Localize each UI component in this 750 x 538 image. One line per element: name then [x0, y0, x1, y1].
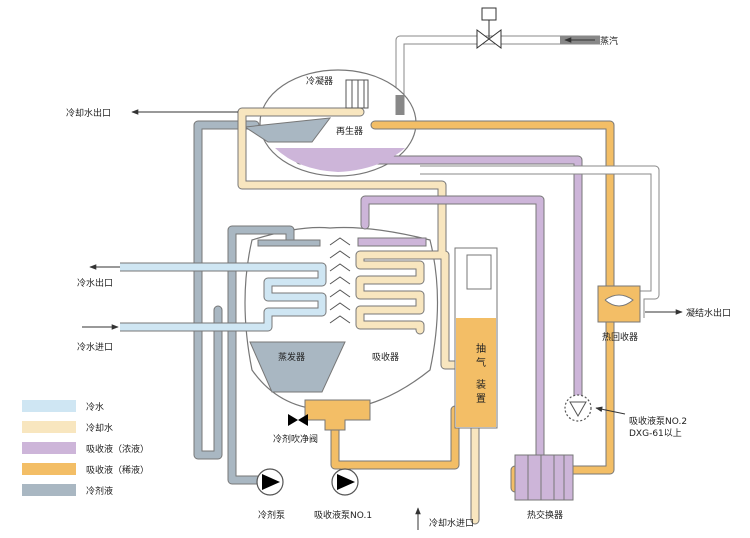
- absorbent-pump2-icon[interactable]: [564, 394, 592, 422]
- evaporator-tray: [249, 341, 346, 393]
- purge-label-2: 气: [476, 356, 486, 369]
- chilled-water-pipes: [120, 262, 327, 332]
- generator-solution: [275, 148, 405, 172]
- absorbent-pump1-label: 吸收液泵NO.1: [314, 509, 372, 521]
- legend-label: 吸收液（稀液）: [86, 465, 150, 476]
- steam-label: 蒸汽: [600, 35, 618, 47]
- evaporator-label: 蒸发器: [278, 351, 305, 363]
- chilled-water-inlet-label: 冷水进口: [77, 341, 113, 353]
- heat-recovery-unit: [597, 285, 641, 323]
- pump2-label-2: DXG-61以上: [629, 428, 682, 439]
- legend-label: 吸收液（浓液）: [86, 444, 150, 455]
- purge-label-4: 置: [476, 393, 486, 405]
- legend-item-weak-solution: 吸收液（稀液）: [22, 459, 182, 479]
- legend-swatch: [22, 463, 76, 475]
- cooling-water-pipes: [237, 107, 480, 525]
- cooling-water-outlet-label: 冷却水出口: [66, 107, 111, 119]
- evaporator-spray: [257, 239, 321, 247]
- pump2-pointer: [595, 406, 626, 415]
- condensate-outlet-label: 凝结水出口: [686, 307, 731, 319]
- purge-label-1: 抽: [476, 342, 486, 355]
- absorbent-pump1-icon[interactable]: [331, 468, 359, 496]
- steam-valve-icon[interactable]: [476, 7, 502, 49]
- heat-exchanger: [514, 454, 574, 501]
- chilled-water-outlet-label: 冷水出口: [77, 277, 113, 289]
- legend-item-refrigerant: 冷剂液: [22, 480, 182, 500]
- generator-label: 再生器: [336, 125, 363, 137]
- condenser-tray: [243, 117, 332, 143]
- strong-solution-pipes: [295, 155, 583, 475]
- legend-label: 冷水: [86, 402, 105, 413]
- pump2-label-1: 吸收液泵NO.2: [629, 415, 687, 427]
- legend-item-cooling-water: 冷却水: [22, 417, 182, 437]
- steam-pipe: [395, 35, 600, 95]
- heat-exchanger-lines: [527, 455, 565, 500]
- cooling-water-inlet-label: 冷却水进口: [429, 517, 474, 529]
- legend-label: 冷剂液: [86, 486, 114, 497]
- refrigerant-pump-icon[interactable]: [256, 468, 284, 496]
- refrigerant-pump-label: 冷剂泵: [258, 509, 285, 521]
- legend-swatch: [22, 484, 76, 496]
- absorber-spray: [357, 237, 427, 247]
- refrigerant-pipes: [193, 120, 295, 485]
- legend-label: 冷却水: [86, 423, 114, 434]
- absorber-label: 吸收器: [372, 351, 399, 363]
- refrigerant-valve-label: 冷剂吹净阀: [273, 433, 318, 445]
- condenser-coil: [345, 79, 369, 109]
- purge-unit-fill: [456, 318, 496, 427]
- purge-label-3: 装: [476, 378, 486, 391]
- legend-swatch: [22, 421, 76, 433]
- condenser-label: 冷凝器: [306, 75, 333, 87]
- heat-exchanger-label: 热交换器: [527, 509, 563, 521]
- heat-recovery-label: 热回收器: [602, 331, 638, 343]
- absorber-sump: [304, 399, 371, 431]
- legend: 冷水 冷却水 吸收液（浓液） 吸收液（稀液） 冷剂液: [22, 396, 182, 501]
- heat-recovery-coil: [604, 294, 634, 307]
- legend-item-chilled-water: 冷水: [22, 396, 182, 416]
- refrigerant-valve-icon[interactable]: [288, 414, 308, 426]
- legend-item-strong-solution: 吸收液（浓液）: [22, 438, 182, 458]
- legend-swatch: [22, 442, 76, 454]
- legend-swatch: [22, 400, 76, 412]
- purge-chamber: [466, 254, 492, 290]
- eliminator: [329, 237, 351, 324]
